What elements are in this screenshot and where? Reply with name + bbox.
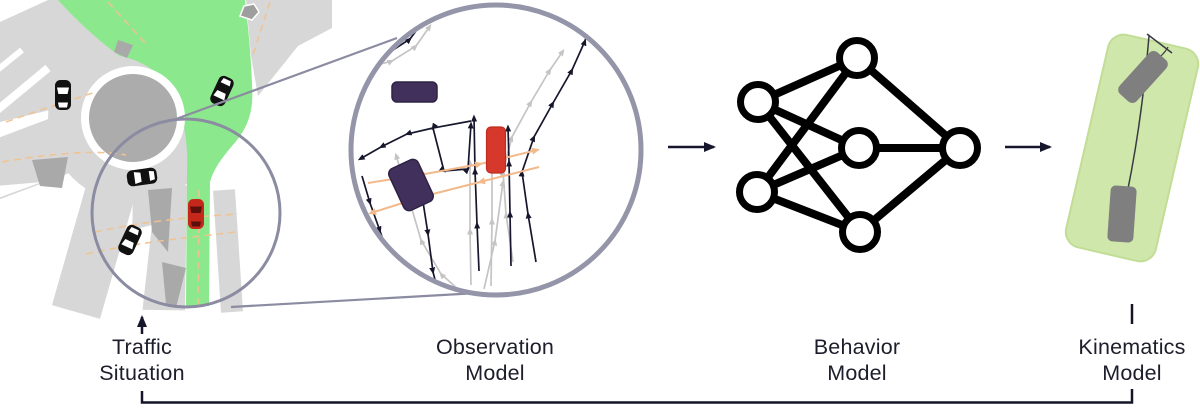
label-kinematics-model: Kinematics Model xyxy=(1078,335,1186,385)
nn-input-node xyxy=(737,81,779,123)
kinematics-panel xyxy=(1064,33,1200,324)
vehicle-icon xyxy=(55,80,71,110)
kinematics-car-front xyxy=(1118,50,1168,104)
roundabout-map xyxy=(0,0,332,319)
neural-network-icon xyxy=(736,37,981,253)
ego-vehicle-red-rect xyxy=(485,126,507,174)
observation-content xyxy=(353,7,593,293)
ego-vehicle-red xyxy=(188,199,204,229)
kinematics-car-rear xyxy=(1107,185,1137,243)
agent-vehicle-purple xyxy=(391,81,438,103)
label-observation-model: Observation Model xyxy=(435,335,555,385)
nn-hidden-node xyxy=(838,127,880,169)
nn-hidden-node xyxy=(836,37,878,79)
nn-input-node xyxy=(736,171,778,213)
heading-line xyxy=(1146,33,1173,54)
route-corridor xyxy=(58,0,253,306)
agent-vehicle-purple xyxy=(388,158,434,212)
label-traffic-situation: Traffic Situation xyxy=(99,335,185,385)
nn-hidden-node xyxy=(839,211,881,253)
feedback-loop-line xyxy=(140,389,1134,404)
lane-markings xyxy=(1,1,271,307)
nn-output-node xyxy=(939,127,981,169)
label-behavior-model: Behavior Model xyxy=(813,335,901,385)
